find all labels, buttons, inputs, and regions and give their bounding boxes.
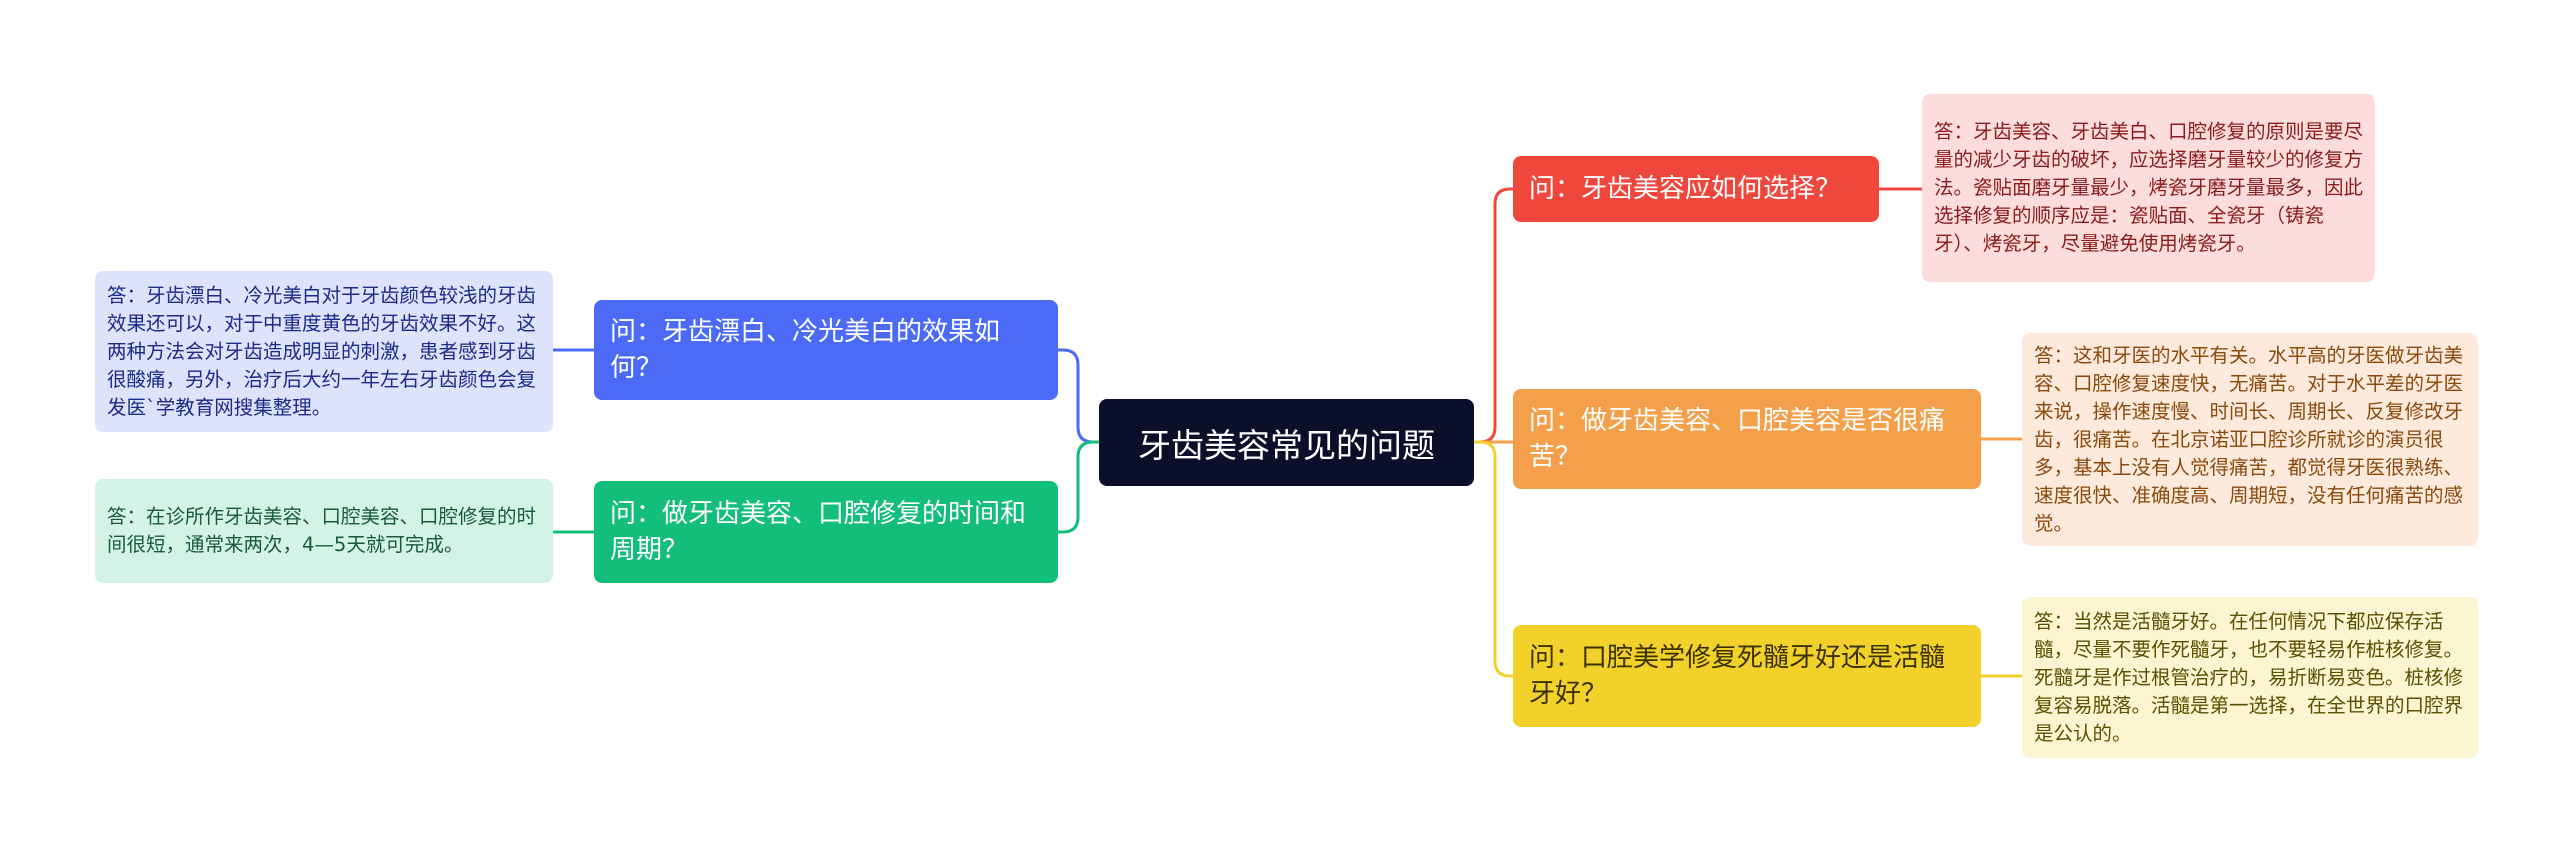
connector-q3 [1474, 440, 1513, 678]
answer-node-whitening[interactable]: 答：牙齿漂白、冷光美白对于牙齿颜色较浅的牙齿效果还可以，对于中重度黄色的牙齿效果… [95, 271, 553, 432]
answer-text: 答：当然是活髓牙好。在任何情况下都应保存活髓，尽量不要作死髓牙，也不要轻易作桩核… [2034, 609, 2464, 745]
question-node-duration[interactable]: 问：做牙齿美容、口腔修复的时间和周期？ [594, 481, 1058, 583]
connector-q1 [1474, 187, 1513, 444]
question-node-pain[interactable]: 问：做牙齿美容、口腔美容是否很痛苦？ [1513, 389, 1981, 489]
answer-text: 答：牙齿漂白、冷光美白对于牙齿颜色较浅的牙齿效果还可以，对于中重度黄色的牙齿效果… [107, 283, 537, 419]
question-node-pulp[interactable]: 问：口腔美学修复死髓牙好还是活髓牙好？ [1513, 625, 1981, 727]
question-label: 问：做牙齿美容、口腔美容是否很痛苦？ [1529, 406, 1946, 472]
question-label: 问：牙齿漂白、冷光美白的效果如何？ [610, 317, 1001, 383]
question-node-whitening[interactable]: 问：牙齿漂白、冷光美白的效果如何？ [594, 300, 1058, 400]
central-topic[interactable]: 牙齿美容常见的问题 [1099, 399, 1474, 486]
question-label: 问：牙齿美容应如何选择？ [1529, 174, 1842, 204]
answer-node-duration[interactable]: 答：在诊所作牙齿美容、口腔美容、口腔修复的时间很短，通常来两次，4—5天就可完成… [95, 479, 553, 583]
answer-text: 答：在诊所作牙齿美容、口腔美容、口腔修复的时间很短，通常来两次，4—5天就可完成… [107, 505, 537, 556]
answer-text: 答：牙齿美容、牙齿美白、口腔修复的原则是要尽量的减少牙齿的破坏，应选择磨牙量较少… [1934, 120, 2364, 255]
question-label: 问：口腔美学修复死髓牙好还是活髓牙好？ [1529, 643, 1946, 709]
central-topic-label: 牙齿美容常见的问题 [1138, 425, 1435, 465]
connector-l1 [1058, 348, 1099, 444]
answer-text: 答：这和牙医的水平有关。水平高的牙医做牙齿美容、口腔修复速度快，无痛苦。对于水平… [2034, 343, 2464, 535]
answer-node-selection[interactable]: 答：牙齿美容、牙齿美白、口腔修复的原则是要尽量的减少牙齿的破坏，应选择磨牙量较少… [1922, 94, 2375, 282]
connector-l2 [1058, 440, 1099, 534]
answer-node-pulp[interactable]: 答：当然是活髓牙好。在任何情况下都应保存活髓，尽量不要作死髓牙，也不要轻易作桩核… [2022, 597, 2478, 758]
question-node-selection[interactable]: 问：牙齿美容应如何选择？ [1513, 156, 1879, 222]
answer-node-pain[interactable]: 答：这和牙医的水平有关。水平高的牙医做牙齿美容、口腔修复速度快，无痛苦。对于水平… [2022, 333, 2478, 546]
question-label: 问：做牙齿美容、口腔修复的时间和周期？ [610, 499, 1027, 565]
